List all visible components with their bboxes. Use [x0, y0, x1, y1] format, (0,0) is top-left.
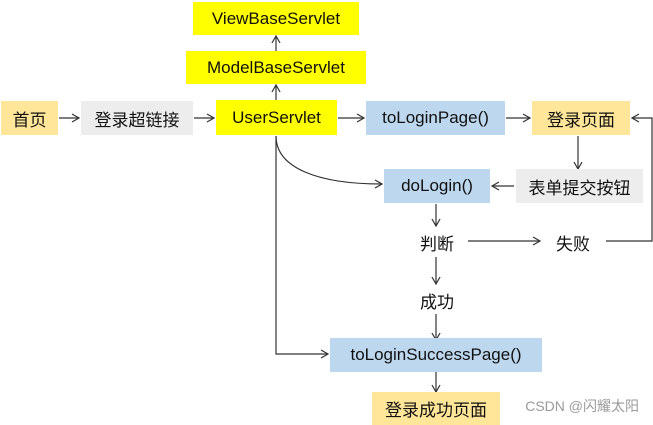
user-servlet-node: UserServlet: [216, 100, 337, 135]
edge-user-to-dologin: [275, 135, 384, 189]
form-submit-node: 表单提交按钮: [516, 169, 643, 203]
view-base-servlet-node: ViewBaseServlet: [193, 2, 359, 35]
to-login-page-node: toLoginPage(): [366, 101, 505, 135]
login-page-node: 登录页面: [532, 101, 630, 135]
do-login-node: doLogin(): [384, 169, 490, 203]
login-success-page-node: 登录成功页面: [372, 392, 500, 425]
success-node: 成功: [420, 292, 454, 312]
to-login-success-page-node: toLoginSuccessPage(): [330, 338, 542, 372]
watermark: CSDN @闪耀太阳: [525, 398, 639, 414]
fail-node: 失败: [556, 234, 590, 254]
home-node: 首页: [1, 101, 58, 135]
edge-user-to-tosuccesspage: [275, 136, 330, 359]
login-link-node: 登录超链接: [81, 101, 193, 135]
judge-node: 判断: [420, 234, 454, 254]
edge-fail-to-loginpage: [606, 113, 653, 242]
model-base-servlet-node: ModelBaseServlet: [186, 51, 366, 84]
